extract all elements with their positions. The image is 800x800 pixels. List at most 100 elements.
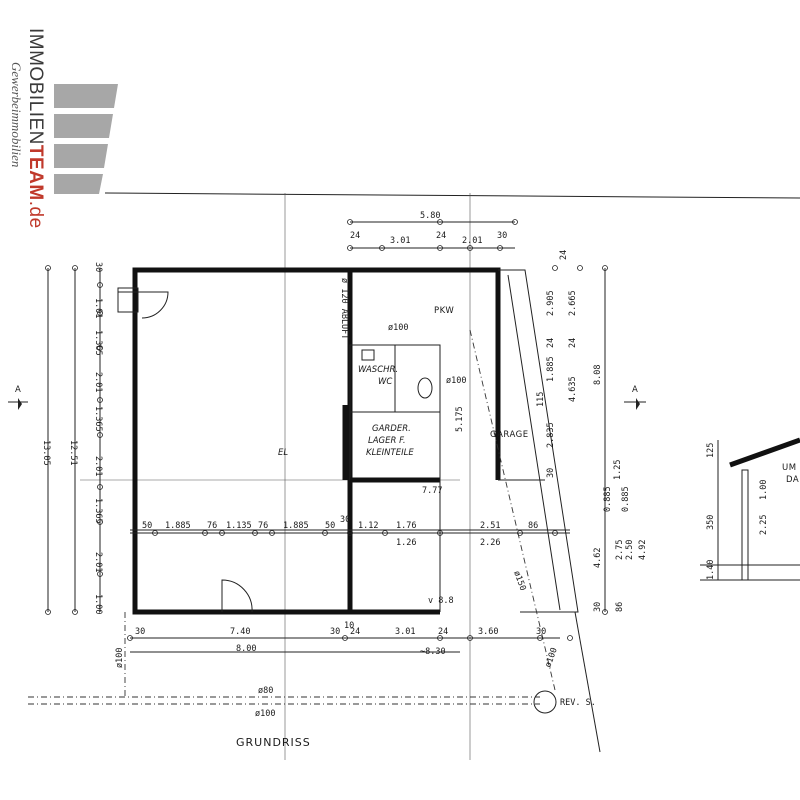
garage-outline bbox=[498, 269, 579, 613]
dim-top-total: 5.80 bbox=[420, 211, 440, 221]
dim-bottom-b8: 3.60 bbox=[478, 627, 498, 637]
dim-bottom-b5: 24 bbox=[350, 627, 360, 637]
revision-shaft bbox=[533, 690, 557, 714]
dim-bottom-b6: 3.01 bbox=[395, 627, 415, 637]
pipe-label-3: ø150 bbox=[511, 570, 527, 593]
pipe-label-5: ø100 bbox=[115, 648, 125, 668]
pipe-line bbox=[469, 329, 556, 691]
dim-bottom-total2: ~8.30 bbox=[420, 647, 446, 657]
room-label-garder-2: LAGER F. bbox=[368, 436, 406, 446]
room-label-pkw: PKW bbox=[434, 306, 454, 316]
dim-bottom-b2: 7.40 bbox=[230, 627, 250, 637]
section-roof bbox=[729, 437, 800, 468]
dim-mid-d2: 1.885 bbox=[165, 521, 191, 531]
dim-right-r14: 0.885 bbox=[603, 486, 613, 512]
dim-bottom-b4: 10 bbox=[344, 621, 354, 631]
logo-tagline: Gewerbeimmobilien bbox=[9, 62, 24, 167]
logo-bar-3 bbox=[54, 144, 108, 168]
dim-bottom-total1: 8.00 bbox=[236, 644, 256, 654]
section-dim-5: 1.40 bbox=[706, 560, 716, 580]
dim-top-w1: 3.01 bbox=[390, 236, 410, 246]
room-label-el: EL bbox=[278, 448, 288, 458]
section-dim-1: 125 bbox=[706, 443, 716, 458]
dim-mid-d12: 2.26 bbox=[480, 538, 500, 548]
dim-mid-d10: 1.26 bbox=[396, 538, 416, 548]
dim-left-inner: 12.51 bbox=[68, 440, 78, 466]
dim-right-r16: 4.62 bbox=[593, 548, 603, 568]
logo-bar-2 bbox=[54, 114, 113, 138]
dim-left-s4: 1.365 bbox=[93, 406, 103, 432]
section-label-1: UM bbox=[782, 463, 797, 473]
dim-left-outer: 13.05 bbox=[41, 440, 51, 466]
dim-mid-d14: 30 bbox=[340, 515, 350, 525]
dim-mid-d9: 1.76 bbox=[396, 521, 416, 531]
dim-right-r18: 2.50 bbox=[625, 540, 635, 560]
dim-right-r12: 30 bbox=[546, 468, 556, 478]
dim-right-r1: 24 bbox=[559, 250, 569, 260]
window-topleft bbox=[118, 291, 169, 319]
label-abluft: ø 120 ABLUFT bbox=[339, 278, 349, 339]
dim-right-r2: 2.905 bbox=[546, 290, 556, 316]
dim-bottom-b7: 24 bbox=[438, 627, 448, 637]
door-main bbox=[221, 579, 253, 613]
dim-mid-d3: 76 bbox=[207, 521, 217, 531]
room-label-garage: GARAGE bbox=[490, 430, 529, 440]
garage-slope bbox=[507, 274, 561, 611]
floor-level: 7.77 bbox=[422, 486, 442, 496]
dim-right-r5: 24 bbox=[568, 338, 578, 348]
pipe-label-2: ø100 bbox=[446, 376, 466, 386]
dim-top-t2: 24 bbox=[436, 231, 446, 241]
section-wall bbox=[741, 469, 749, 581]
dim-mid-d13: 86 bbox=[528, 521, 538, 531]
section-dim-2: 1.00 bbox=[759, 480, 769, 500]
plan-title: GRUNDRISS bbox=[236, 736, 311, 749]
dim-mid-d5: 76 bbox=[258, 521, 268, 531]
dim-right-r8: 8.08 bbox=[593, 365, 603, 385]
room-label-garder-3: KLEINTEILE bbox=[366, 448, 414, 458]
room-main-wall bbox=[132, 267, 353, 615]
logo-bar-4 bbox=[54, 174, 103, 194]
toilet bbox=[417, 377, 433, 399]
sink bbox=[361, 349, 375, 361]
logo: IMMOBILIENTEAM.de Gewerbeimmobilien bbox=[9, 28, 46, 229]
dim-left-s7: 2.01 bbox=[93, 552, 103, 572]
floor-level-2: v 8.8 bbox=[428, 596, 454, 606]
dim-mid-d7: 50 bbox=[325, 521, 335, 531]
dim-right-r7: 4.635 bbox=[568, 376, 578, 402]
dim-mid-d4: 1.135 bbox=[226, 521, 252, 531]
room-label-garder-1: GARDER. bbox=[372, 424, 411, 434]
dim-right-r6: 1.885 bbox=[546, 356, 556, 382]
dim-bottom-b1: 30 bbox=[135, 627, 145, 637]
dim-right-r4: 24 bbox=[546, 338, 556, 348]
dim-right-r19: 4.92 bbox=[638, 540, 648, 560]
section-marker-right: A bbox=[632, 385, 638, 395]
property-line bbox=[104, 192, 800, 199]
dim-bottom-b9: 30 bbox=[536, 627, 546, 637]
dim-mid-d11: 2.51 bbox=[480, 521, 500, 531]
dim-right-r11: 5.175 bbox=[455, 406, 465, 432]
dim-mid-d1: 50 bbox=[142, 521, 152, 531]
dim-left-s3: 2.01 bbox=[93, 372, 103, 392]
room-label-wc: WC bbox=[378, 377, 392, 387]
section-marker-left: A bbox=[15, 385, 21, 395]
pipe-label-6: ø80 bbox=[258, 686, 273, 696]
logo-brand: IMMOBILIENTEAM.de bbox=[25, 28, 46, 229]
dim-right-r17: 2.75 bbox=[615, 540, 625, 560]
section-dim-4: 2.25 bbox=[759, 515, 769, 535]
pipe-label-7: ø100 bbox=[255, 709, 275, 719]
dim-left-s9: 30 bbox=[93, 262, 103, 272]
dim-right-r20: 30 bbox=[593, 602, 603, 612]
section-label-2: DA bbox=[786, 475, 799, 485]
room-label-waschr: WASCHR. bbox=[358, 365, 398, 375]
dim-right-r15: 0.885 bbox=[621, 486, 631, 512]
label-rev: REV. S. bbox=[560, 698, 596, 708]
dim-left-s5: 2.01 bbox=[93, 456, 103, 476]
dim-right-r9: 115 bbox=[536, 392, 546, 407]
dim-mid-d8: 1.12 bbox=[358, 521, 378, 531]
dim-left-s1: 1.01 bbox=[93, 298, 103, 318]
logo-bar-1 bbox=[54, 84, 118, 108]
dim-top-w2: 2.01 bbox=[462, 236, 482, 246]
dim-mid-d6: 1.885 bbox=[283, 521, 309, 531]
section-dim-3: 350 bbox=[706, 515, 716, 530]
